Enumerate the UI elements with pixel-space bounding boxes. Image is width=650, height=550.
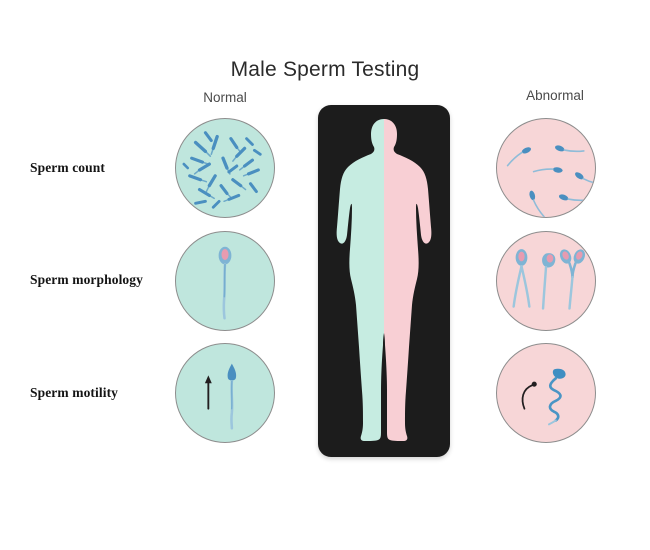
body-right-half [384, 119, 432, 441]
row-label-sperm-morphology: Sperm morphology [30, 272, 143, 287]
dish-abnormal-sperm-count [496, 118, 596, 218]
row-label-sperm-count: Sperm count [30, 160, 105, 175]
erratic-swimming-sperm [547, 368, 566, 426]
two-headed-sperm [559, 249, 586, 310]
sperm-morphology-normal-icon [218, 246, 232, 320]
bent-head-sperm [541, 253, 556, 310]
body-left-half [336, 119, 384, 441]
sperm-motility-normal-icon [204, 363, 237, 430]
dish-abnormal-sperm-motility [496, 343, 596, 443]
male-body-figure-panel [318, 105, 450, 457]
dish-abnormal-sperm-morphology [496, 231, 596, 331]
sperm-motility-abnormal-icon [521, 368, 566, 426]
double-tail-sperm [512, 249, 531, 308]
column-header-normal: Normal [203, 90, 247, 105]
dish-normal-sperm-morphology [175, 231, 275, 331]
dish-normal-sperm-count [175, 118, 275, 218]
dish-normal-sperm-motility [175, 343, 275, 443]
sperm-morphology-abnormal-icon [512, 249, 586, 310]
sperm-count-normal-icon [182, 131, 262, 209]
male-body-silhouette-icon [336, 119, 432, 441]
sperm-count-abnormal-icon [506, 145, 595, 217]
curved-arrow-icon [521, 381, 537, 410]
row-label-sperm-motility: Sperm motility [30, 385, 119, 400]
straight-arrow-icon [204, 375, 212, 410]
column-header-abnormal: Abnormal [526, 88, 584, 103]
page-title: Male Sperm Testing [230, 58, 420, 81]
forward-swimming-sperm [227, 363, 237, 430]
